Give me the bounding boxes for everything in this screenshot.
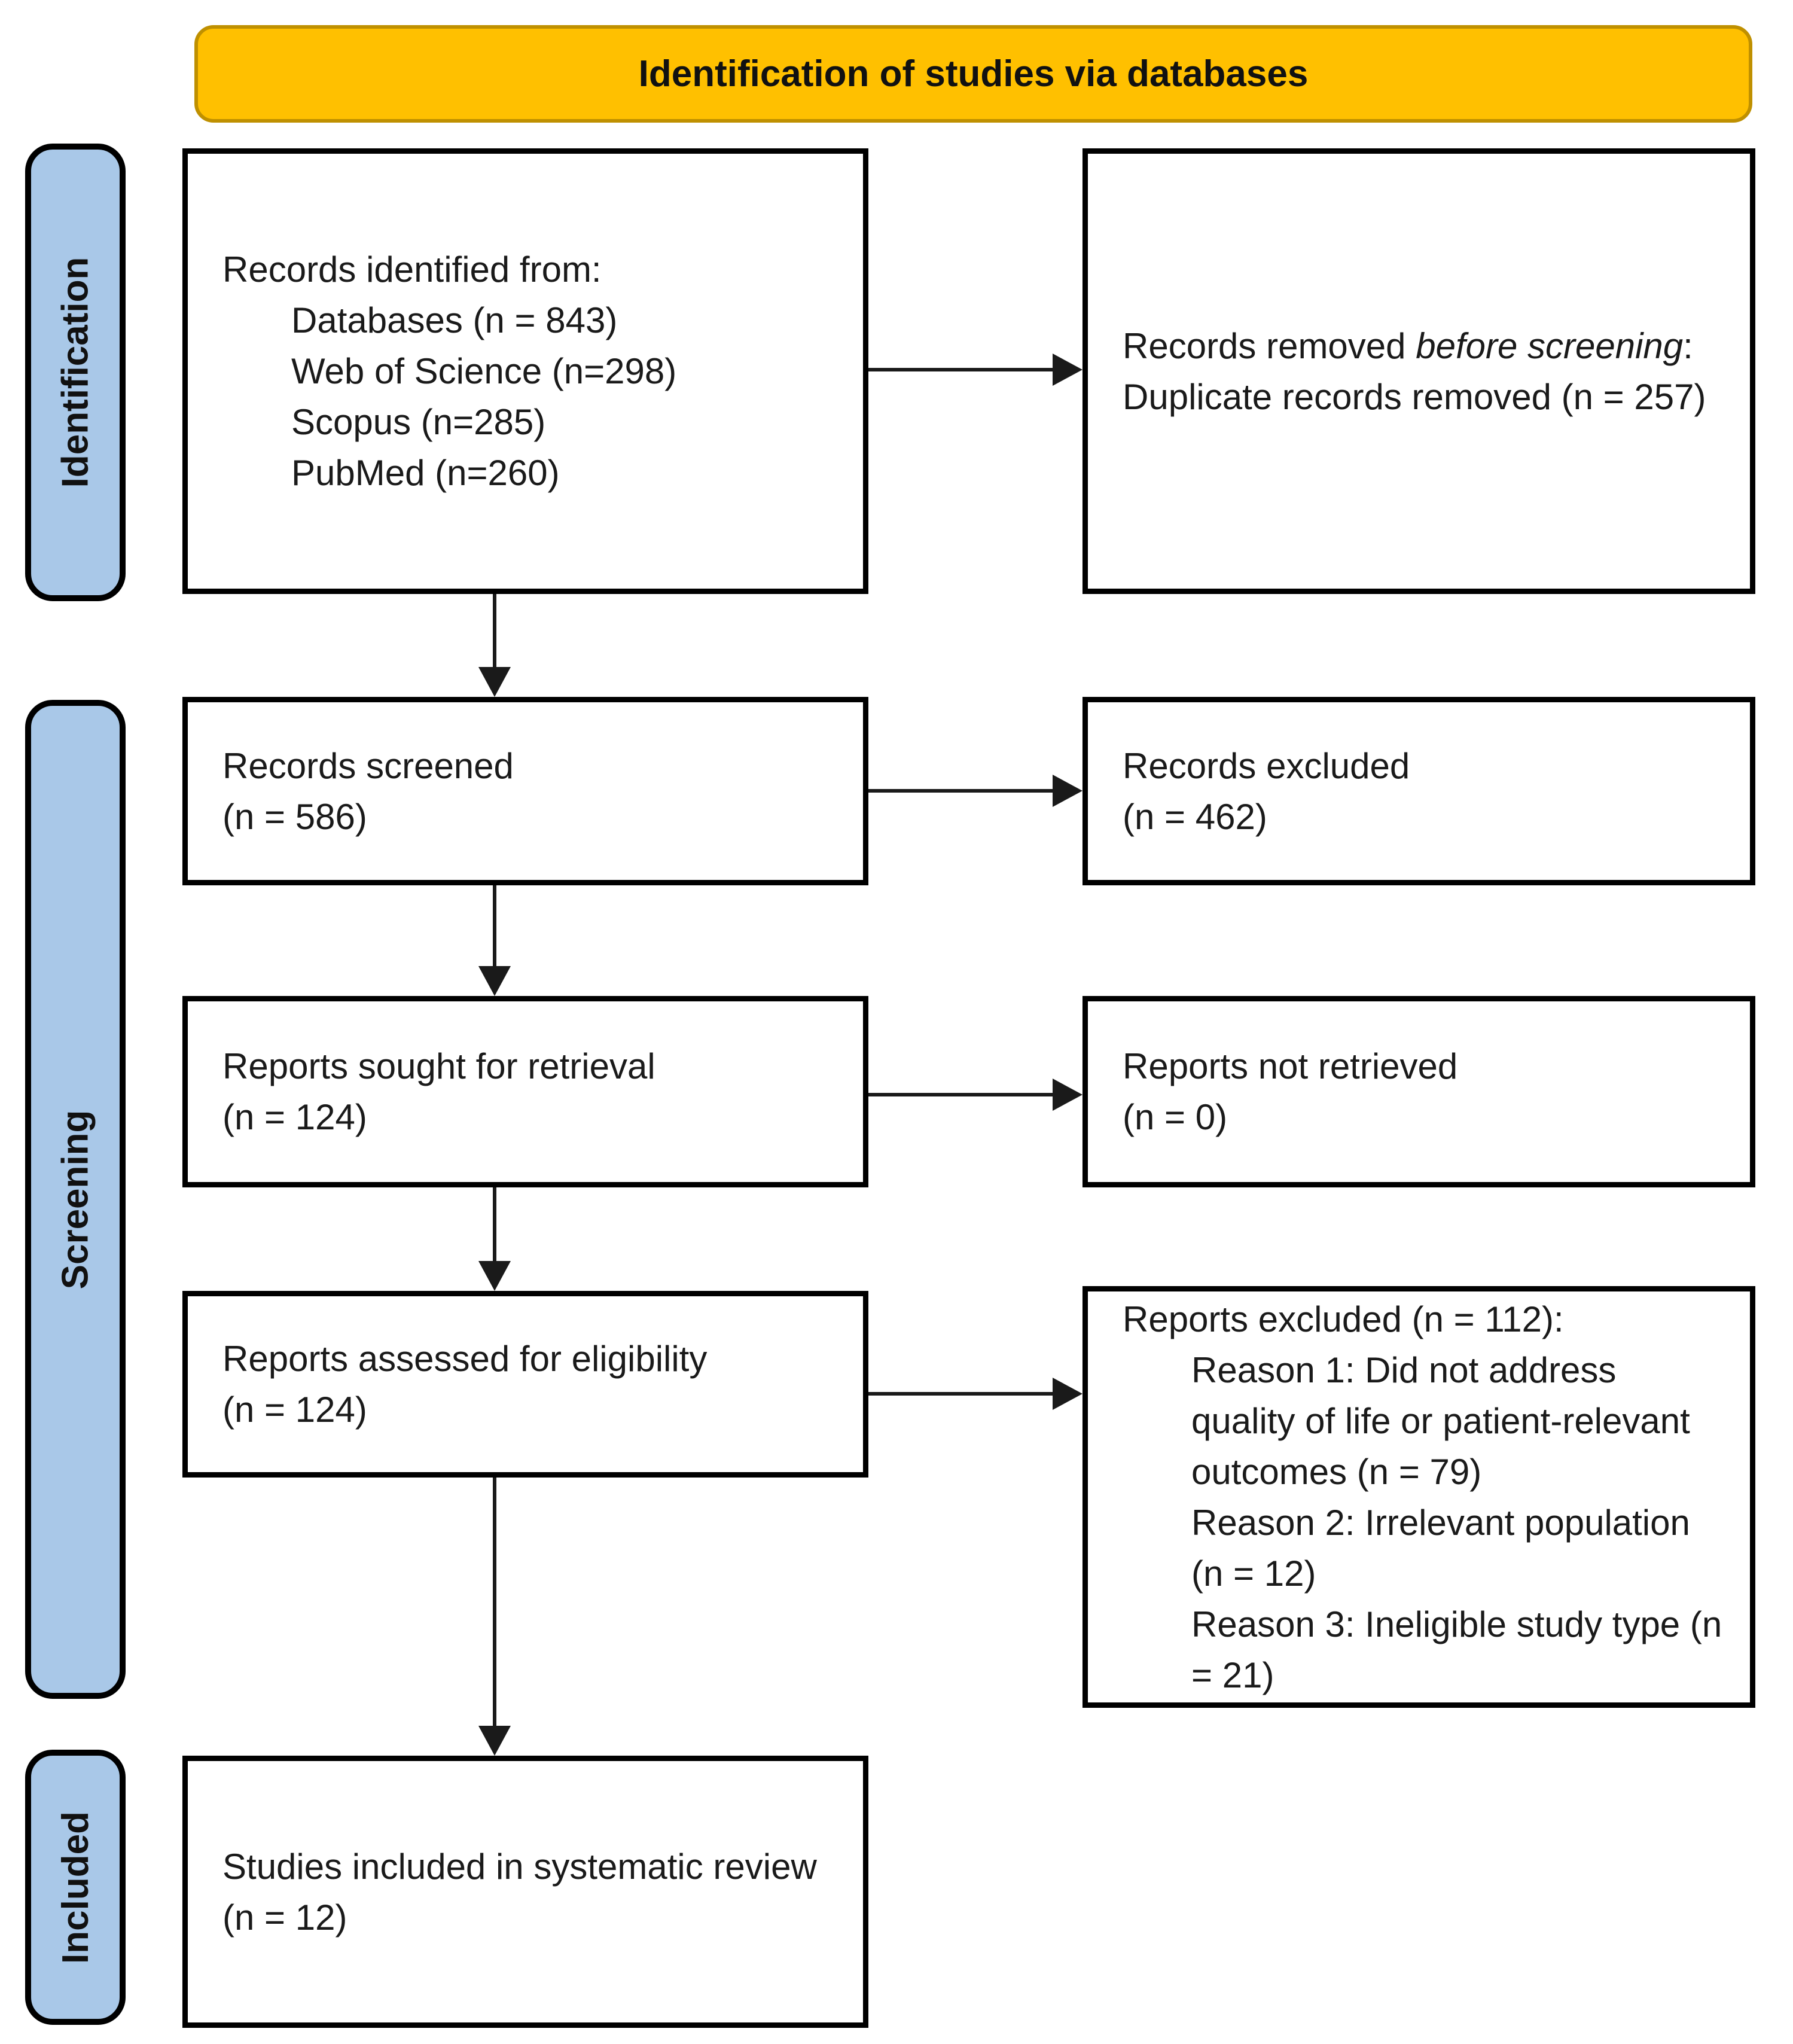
box-records-screened: Records screened (n = 586) (182, 697, 868, 885)
box-records-excluded: Records excluded (n = 462) (1082, 697, 1755, 885)
stage-label-identification-text: Identification (54, 257, 96, 488)
reports-excluded-reason-2: Reason 2: Irrelevant population (n = 12) (1191, 1502, 1690, 1594)
studies-included-count: (n = 12) (222, 1897, 347, 1938)
reports-excluded-reason-1: Reason 1: Did not address quality of lif… (1191, 1350, 1690, 1492)
reports-excluded-intro: Reports excluded (n = 112): (1123, 1299, 1564, 1339)
stage-label-included-text: Included (54, 1811, 96, 1964)
arrow-line (493, 1478, 496, 1729)
records-identified-intro: Records identified from: (222, 249, 602, 290)
records-removed-line1-suffix: : (1683, 325, 1693, 366)
stage-label-screening-text: Screening (54, 1110, 96, 1289)
reports-assessed-line1: Reports assessed for eligibility (222, 1339, 708, 1379)
arrow-line (868, 789, 1054, 793)
arrow-line (493, 885, 496, 969)
banner-identification-of-studies: Identification of studies via databases (194, 25, 1752, 123)
records-removed-line1-italic: before screening (1416, 325, 1684, 366)
arrow-line (868, 1392, 1054, 1396)
records-screened-line1: Records screened (222, 745, 514, 786)
records-excluded-count: (n = 462) (1123, 796, 1267, 837)
records-identified-item-databases: Databases (n = 843) (291, 300, 618, 340)
arrow-down-icon (478, 667, 511, 697)
box-records-identified: Records identified from: Databases (n = … (182, 148, 868, 594)
reports-not-retrieved-line1: Reports not retrieved (1123, 1046, 1458, 1086)
records-identified-item-web-of-science: Web of Science (n=298) (291, 351, 677, 391)
arrow-line (868, 368, 1054, 371)
stage-label-screening: Screening (25, 700, 126, 1699)
records-screened-count: (n = 586) (222, 796, 367, 837)
arrow-right-icon (1053, 1378, 1082, 1410)
arrow-down-icon (478, 1261, 511, 1291)
arrow-line (868, 1093, 1054, 1096)
box-reports-not-retrieved: Reports not retrieved (n = 0) (1082, 996, 1755, 1187)
arrow-down-icon (478, 966, 511, 996)
reports-sought-count: (n = 124) (222, 1097, 367, 1137)
arrow-right-icon (1053, 354, 1082, 386)
box-reports-excluded-reasons: Reports excluded (n = 112): Reason 1: Di… (1082, 1286, 1755, 1708)
records-identified-item-pubmed: PubMed (n=260) (291, 453, 560, 493)
records-identified-item-scopus: Scopus (n=285) (291, 402, 546, 442)
box-reports-sought: Reports sought for retrieval (n = 124) (182, 996, 868, 1187)
records-removed-line1-normal: Records removed (1123, 325, 1416, 366)
studies-included-line1: Studies included in systematic review (222, 1846, 817, 1887)
records-removed-line1: Records removed before screening: (1123, 321, 1727, 371)
arrow-down-icon (478, 1726, 511, 1756)
box-records-removed-before-screening: Records removed before screening: Duplic… (1082, 148, 1755, 594)
arrow-line (493, 594, 496, 671)
arrow-right-icon (1053, 1079, 1082, 1111)
box-reports-assessed: Reports assessed for eligibility (n = 12… (182, 1291, 868, 1478)
stage-label-identification: Identification (25, 144, 126, 601)
records-excluded-line1: Records excluded (1123, 745, 1410, 786)
stage-label-included: Included (25, 1750, 126, 2025)
reports-excluded-reason-3: Reason 3: Ineligible study type (n = 21) (1191, 1604, 1722, 1695)
arrow-line (493, 1187, 496, 1264)
records-removed-line2: Duplicate records removed (n = 257) (1123, 376, 1706, 417)
reports-not-retrieved-count: (n = 0) (1123, 1097, 1228, 1137)
reports-assessed-count: (n = 124) (222, 1390, 367, 1430)
reports-sought-line1: Reports sought for retrieval (222, 1046, 655, 1086)
box-studies-included: Studies included in systematic review (n… (182, 1756, 868, 2028)
arrow-right-icon (1053, 775, 1082, 807)
